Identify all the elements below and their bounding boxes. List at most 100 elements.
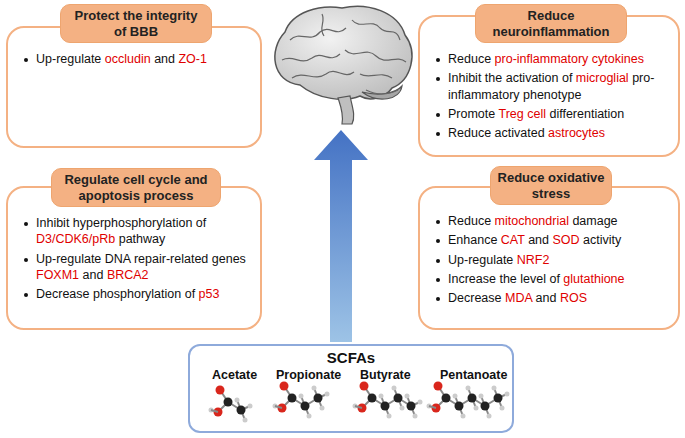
header-box: Protect the integrity of BBB <box>60 4 212 43</box>
bullet-item: Up-regulate occludin and ZO-1 <box>22 51 250 67</box>
atom <box>418 400 423 405</box>
bond <box>275 406 282 408</box>
atom <box>405 394 410 399</box>
bullet-dot <box>436 220 440 224</box>
bullet-dot <box>436 132 440 136</box>
bullet-list: Up-regulate occludin and ZO-1 <box>22 51 250 70</box>
atom <box>492 386 497 391</box>
highlight: mitochondrial <box>495 214 569 228</box>
header-box: Reduce neuroinflammation <box>475 4 627 43</box>
highlight: microglial <box>576 71 629 85</box>
atom <box>434 382 443 391</box>
bullet-dot <box>436 113 440 117</box>
bullet-item: Decrease MDA and ROS <box>434 290 668 306</box>
highlight: SOD <box>553 233 580 247</box>
effect-box: Reduce pro-inflammatory cytokinesInhibit… <box>418 15 680 157</box>
header-box: Reduce oxidative stress <box>490 166 612 205</box>
atom <box>453 394 458 399</box>
scfa-title: SCFAs <box>190 349 512 366</box>
effect-box: Reduce mitochondrial damageEnhance CAT a… <box>418 186 680 330</box>
bond <box>211 410 218 412</box>
highlight: astrocytes <box>548 126 605 140</box>
highlight: BRCA2 <box>107 268 149 282</box>
header-text: Reduce oxidative stress <box>497 170 605 201</box>
bullet-dot <box>436 297 440 301</box>
bullet-dot <box>24 258 28 262</box>
header-text: Protect the integrity of BBB <box>67 8 205 39</box>
atom <box>216 386 225 395</box>
highlight: occludin <box>105 52 151 66</box>
bullet-dot <box>436 278 440 282</box>
atom <box>466 386 471 391</box>
bond <box>355 406 362 408</box>
bond <box>429 406 436 408</box>
molecule-name: Butyrate <box>360 368 411 382</box>
bullet-dot <box>436 259 440 263</box>
highlight: glutathione <box>563 272 624 286</box>
atom <box>312 386 317 391</box>
atom <box>487 414 492 419</box>
bullet-dot <box>436 77 440 81</box>
bullet-item: Up-regulate NRF2 <box>434 252 668 268</box>
atom <box>235 398 240 403</box>
effect-box: Up-regulate occludin and ZO-1Protect the… <box>6 26 262 148</box>
atom <box>505 392 510 397</box>
atom <box>461 414 466 419</box>
atom <box>392 386 397 391</box>
header-text: Reduce neuroinflammation <box>482 8 620 39</box>
molecule-name: Acetate <box>212 368 257 382</box>
bullet-item: Up-regulate DNA repair-related genes FOX… <box>22 251 250 284</box>
highlight: Treg cell <box>499 107 546 121</box>
highlight: ZO-1 <box>178 52 206 66</box>
atom <box>288 394 297 403</box>
atom <box>280 382 289 391</box>
atom <box>455 402 464 411</box>
highlight: FOXM1 <box>36 268 79 282</box>
highlight: ROS <box>560 291 587 305</box>
bullet-list: Reduce mitochondrial damageEnhance CAT a… <box>434 213 668 309</box>
atom <box>301 402 310 411</box>
bullet-list: Reduce pro-inflammatory cytokinesInhibit… <box>434 51 668 144</box>
header-box: Regulate cell cycle and apoptosis proces… <box>51 168 221 207</box>
bullet-item: Reduce activated astrocytes <box>434 125 668 141</box>
atom <box>320 406 325 411</box>
up-arrow <box>314 130 368 342</box>
molecule-name: Pentanoate <box>440 368 507 382</box>
atom <box>237 406 246 415</box>
bullet-dot <box>24 222 28 226</box>
bullet-item: Inhibit hyperphosphorylation of D3/CDK6/… <box>22 215 250 248</box>
atom <box>474 406 479 411</box>
atom <box>407 402 416 411</box>
bullet-list: Inhibit hyperphosphorylation of D3/CDK6/… <box>22 215 250 305</box>
scfa-box: SCFAsAcetate Propionate Butyrate Pentanoate <box>188 344 514 433</box>
bullet-dot <box>24 293 28 297</box>
bullet-dot <box>436 58 440 62</box>
bullet-item: Increase the level of glutathione <box>434 271 668 287</box>
atom <box>381 402 390 411</box>
atom <box>360 382 369 391</box>
atom <box>248 404 253 409</box>
atom <box>494 394 503 403</box>
atom <box>387 414 392 419</box>
header-text: Regulate cell cycle and apoptosis proces… <box>58 172 214 203</box>
atom <box>479 394 484 399</box>
bullet-item: Reduce mitochondrial damage <box>434 213 668 229</box>
atom <box>325 392 330 397</box>
atom <box>468 394 477 403</box>
highlight: CAT <box>501 233 525 247</box>
bullet-dot <box>436 239 440 243</box>
highlight: p53 <box>199 287 220 301</box>
bullet-item: Enhance CAT and SOD activity <box>434 232 668 248</box>
highlight: NRF2 <box>517 253 550 267</box>
bullet-item: Decrease phosphorylation of p53 <box>22 286 250 302</box>
atom <box>314 394 323 403</box>
atom <box>224 398 233 407</box>
atom <box>299 394 304 399</box>
bullet-item: Reduce pro-inflammatory cytokines <box>434 51 668 67</box>
atom <box>442 394 451 403</box>
molecule-name: Propionate <box>276 368 341 382</box>
atom <box>500 406 505 411</box>
atom <box>379 394 384 399</box>
atom <box>307 414 312 419</box>
atom <box>481 402 490 411</box>
